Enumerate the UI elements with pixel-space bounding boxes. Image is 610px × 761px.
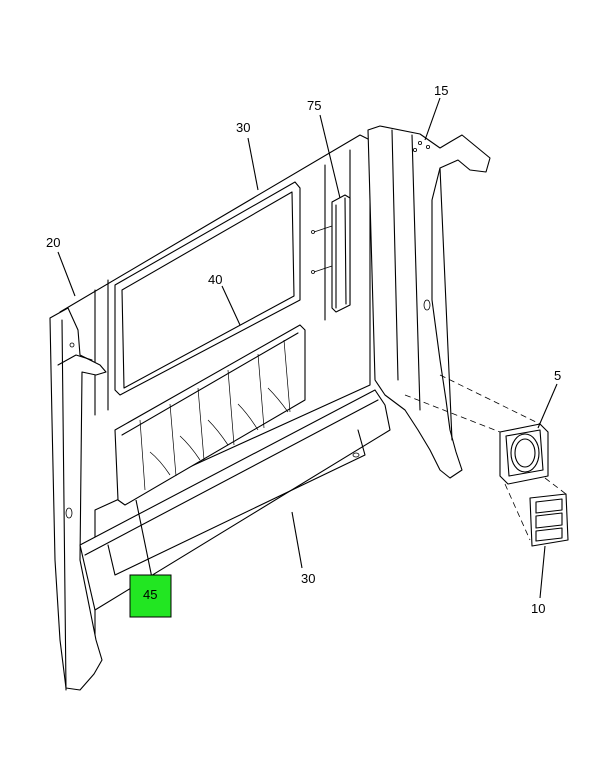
left-pillar-trim xyxy=(49,307,107,691)
callout-40: 40 xyxy=(208,272,222,287)
highlight-box xyxy=(129,574,172,618)
leader-lines xyxy=(57,97,558,599)
speaker-grille xyxy=(499,423,549,485)
callout-30-bottom: 30 xyxy=(301,571,315,586)
right-pillar-trim xyxy=(367,125,491,479)
storage-compartment xyxy=(114,324,306,506)
callout-15: 15 xyxy=(434,83,448,98)
lower-trim-panel xyxy=(79,389,391,611)
callout-30-top: 30 xyxy=(236,120,250,135)
projection-lines xyxy=(404,374,567,541)
vertical-strip xyxy=(311,194,351,313)
callout-75: 75 xyxy=(307,98,321,113)
callout-5: 5 xyxy=(554,368,561,383)
callout-10: 10 xyxy=(531,601,545,616)
callout-20: 20 xyxy=(46,235,60,250)
label-plate xyxy=(529,493,569,547)
callout-45: 45 xyxy=(143,587,157,602)
